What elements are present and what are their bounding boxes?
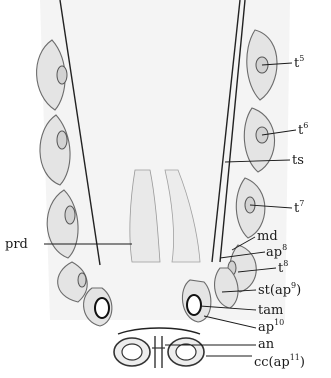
label-cc-ap11: cc(ap11) [254, 353, 305, 370]
label-st-ap9: st(ap9) [258, 281, 301, 298]
label-prd: prd [5, 237, 28, 252]
label-ap10: ap10 [258, 318, 284, 335]
caudal-complex [114, 328, 204, 368]
label-t6: t6 [298, 121, 308, 138]
label-t8: t8 [278, 259, 288, 276]
label-t7: t7 [294, 199, 304, 216]
right-spiracle [187, 295, 201, 315]
label-t5: t5 [294, 54, 304, 71]
label-an: an [258, 337, 275, 352]
left-spiracle [95, 298, 109, 318]
label-tam: tam [258, 303, 283, 318]
label-md: md [257, 229, 278, 244]
label-ts: ts [292, 153, 304, 168]
